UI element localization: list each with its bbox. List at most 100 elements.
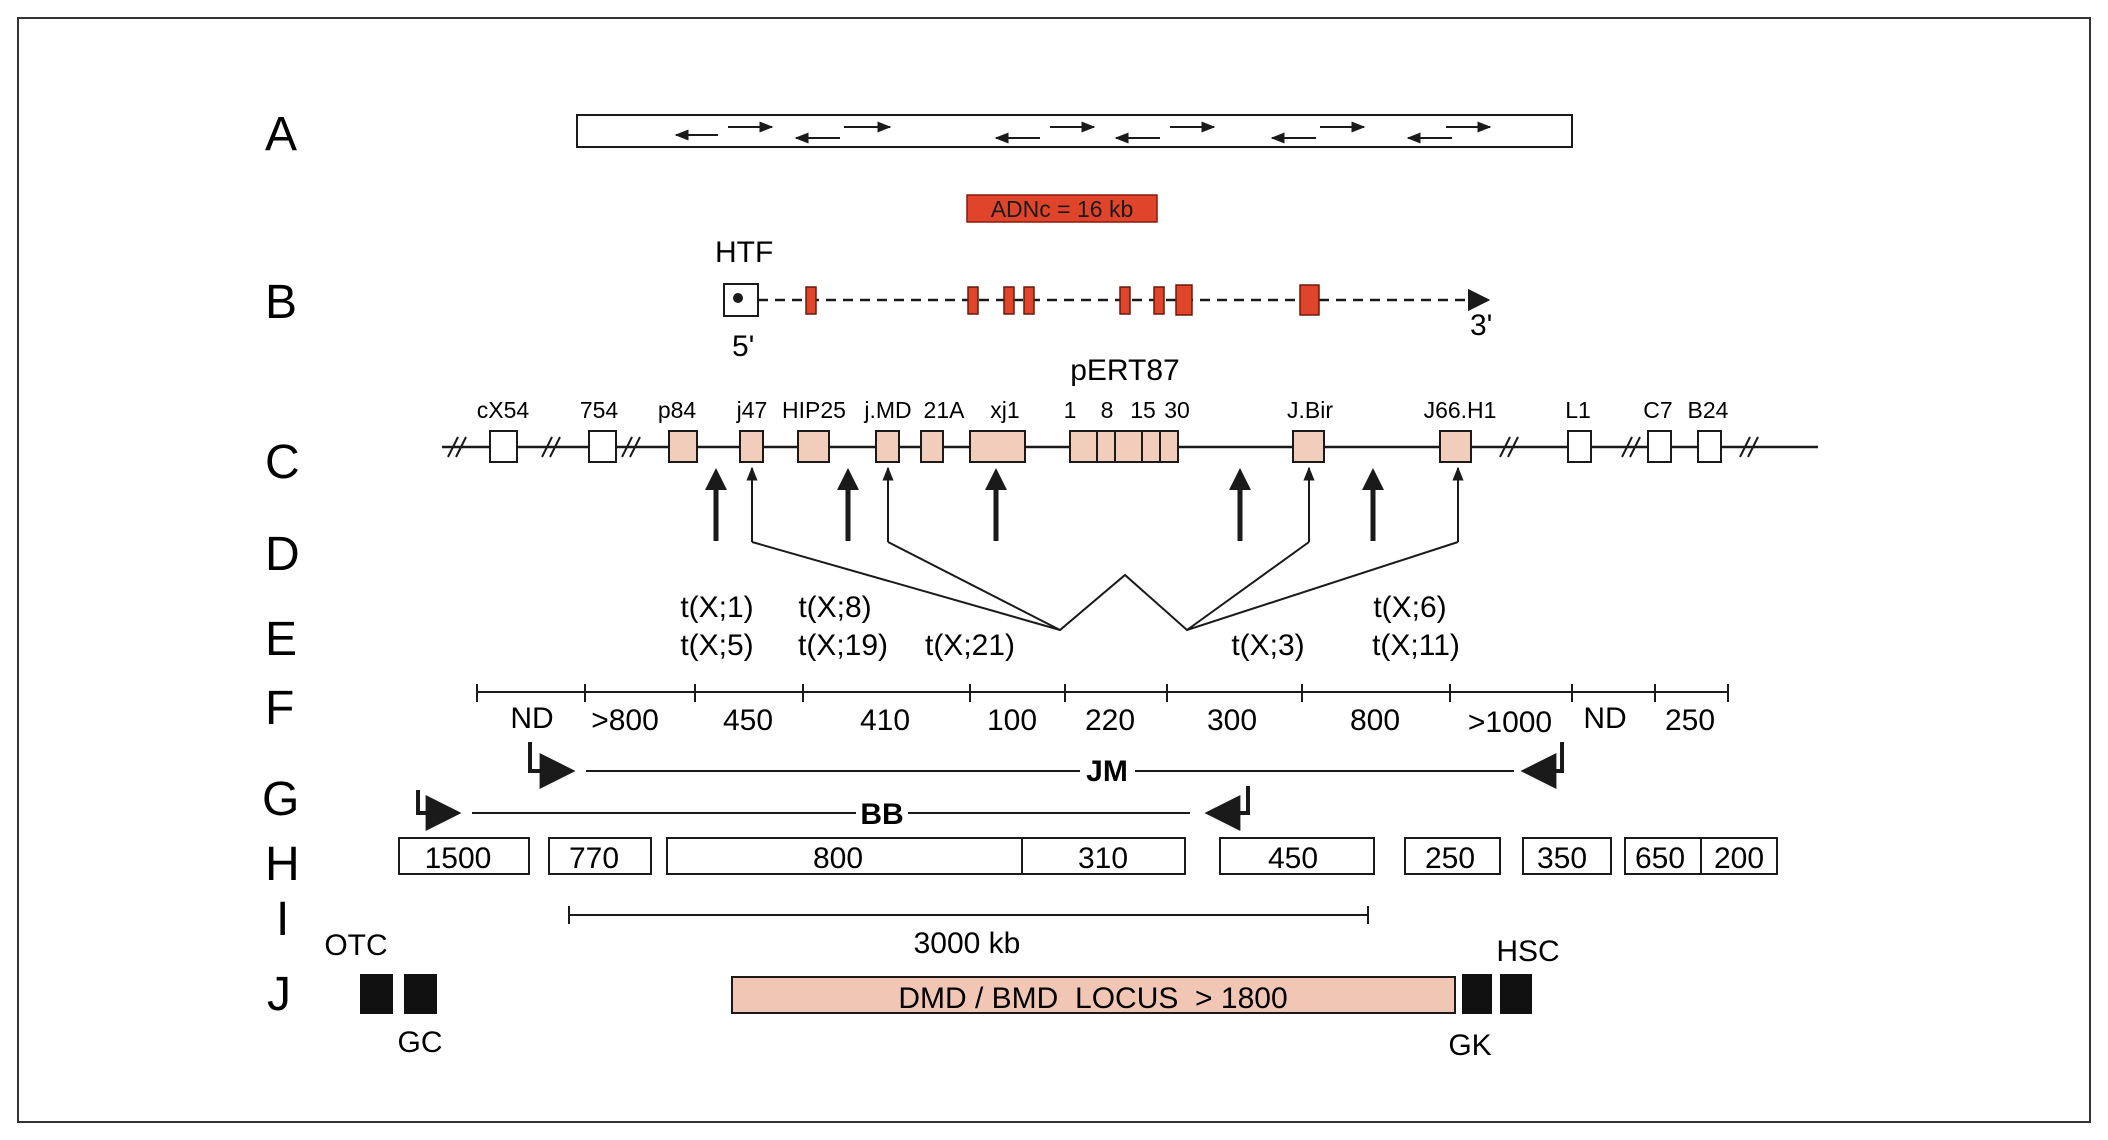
gene-box-gk: [1462, 974, 1492, 1014]
row-j-locus: OTC GC DMD / BMD LOCUS > 1800 HSC GK: [324, 929, 1559, 1062]
three-prime-label: 3': [1470, 309, 1492, 342]
break-mark: [629, 436, 641, 458]
break-mark: [455, 436, 467, 458]
probe-label-jmd: j.MD: [863, 397, 911, 423]
converging-lines-inner: [1186, 541, 1310, 631]
probe-labels: cX54 754 p84 j47 HIP25 j.MD 21A xj1 1 8 …: [477, 397, 1729, 423]
probe-box-jbir: [1292, 430, 1325, 463]
probe-label-p84: p84: [658, 397, 697, 423]
segment-labels: 1500 770 800 310 450 250 350 650 200: [425, 842, 1764, 875]
row-letter-g: G: [262, 773, 299, 826]
probe-label-15: 15: [1130, 397, 1156, 423]
break-marks: [447, 436, 1759, 458]
translocation-label: t(X;5): [680, 629, 753, 662]
probe-box-j47: [739, 430, 764, 463]
bidirectional-arrows: [674, 121, 1492, 144]
probe-label-1: 1: [1064, 397, 1077, 423]
distance-label: 800: [1350, 704, 1400, 737]
row-letter-i: I: [276, 893, 289, 946]
probe-label-j66h1: J66.H1: [1424, 397, 1497, 423]
breakpoint-arrowhead: [705, 468, 727, 490]
distance-label: 300: [1207, 704, 1257, 737]
probe-label-c7: C7: [1643, 397, 1672, 423]
probe-label-cx54: cX54: [477, 397, 530, 423]
row-letter-c: C: [265, 436, 300, 489]
break-mark: [1629, 436, 1641, 458]
row-letter-j: J: [267, 968, 291, 1021]
probe-box-l1: [1567, 430, 1592, 463]
breakpoint-arrowhead: [1229, 468, 1251, 490]
probe-box-pert87: [1069, 430, 1179, 463]
segment-box: [548, 837, 652, 875]
five-prime-label: 5': [732, 330, 754, 363]
probe-label-21a: 21A: [924, 397, 966, 423]
segment-label: 1500: [425, 842, 492, 875]
segment-box: [398, 837, 530, 875]
row-g-brackets: [416, 742, 1564, 831]
distance-label: 410: [860, 704, 910, 737]
thick-up-arrows: [705, 468, 1384, 541]
segment-label: 800: [813, 842, 863, 875]
probe-label-xj1: xj1: [990, 397, 1019, 423]
gene-box-gc: [404, 974, 437, 1014]
htf-dot: [733, 293, 743, 303]
bb-left-bracket: [416, 790, 462, 831]
dmd-bmd-locus-box: [731, 976, 1456, 1014]
probe-box-jmd: [875, 430, 900, 463]
row-letter-h: H: [265, 838, 300, 891]
segment-box: [1404, 837, 1501, 875]
break-mark: [1739, 436, 1751, 458]
dmd-bmd-locus-label: DMD / BMD LOCUS > 1800: [898, 982, 1287, 1015]
jm-right-bracket: [1520, 742, 1564, 789]
row-i-scale-bar: [568, 906, 1369, 924]
segment-label: 200: [1714, 842, 1764, 875]
segment-box: [1021, 837, 1186, 875]
probe-box-cx54: [489, 430, 518, 463]
probe-label-30: 30: [1164, 397, 1190, 423]
translocation-label: t(X;6): [1373, 591, 1446, 624]
converging-lines: [751, 541, 1459, 632]
connector-lines: [746, 466, 1464, 632]
distance-label: 100: [987, 704, 1037, 737]
converging-lines-inner: [887, 541, 1061, 631]
probe-box-754: [588, 430, 617, 463]
segment-label: 310: [1078, 842, 1128, 875]
breakpoint-arrowhead: [837, 468, 859, 490]
probe-label-j47: j47: [736, 397, 768, 423]
probe-box-21a: [920, 430, 944, 463]
row-d-breakpoints: [705, 466, 1464, 632]
dna-bar: [576, 114, 1573, 148]
exon-3: [1003, 286, 1015, 315]
probe-label-jbir: J.Bir: [1287, 397, 1333, 423]
distance-labels: ND >800 450 410 100 220 300 800 >1000 ND…: [510, 702, 1715, 739]
translocation-label: t(X;3): [1231, 629, 1304, 662]
distance-label: 250: [1665, 704, 1715, 737]
segment-label: 250: [1425, 842, 1475, 875]
breakpoint-arrowhead: [985, 468, 1007, 490]
exon-2: [967, 286, 979, 315]
bb-label: BB: [860, 798, 903, 831]
probe-label-l1: L1: [1565, 397, 1591, 423]
jm-left-bracket: [528, 742, 576, 789]
row-letter-e: E: [265, 613, 297, 666]
exon-8: [1299, 284, 1320, 316]
bb-right-bracket: [1204, 786, 1250, 831]
cdna-label: ADNc = 16 kb: [991, 196, 1134, 222]
break-mark: [447, 436, 459, 458]
gene-label-hsc: HSC: [1496, 935, 1559, 968]
gene-box-hsc: [1500, 974, 1532, 1014]
break-mark: [1747, 436, 1759, 458]
htf-label: HTF: [715, 236, 773, 269]
row-letters: A B C D E F G H I J: [262, 108, 300, 1021]
gene-box-otc: [360, 974, 393, 1014]
distance-label: ND: [1583, 702, 1626, 735]
probe-box-xj1: [969, 430, 1026, 463]
jm-label: JM: [1086, 755, 1128, 788]
segment-label: 450: [1268, 842, 1318, 875]
probe-box-b24: [1697, 430, 1722, 463]
segment-label: 770: [569, 842, 619, 875]
translocation-label: t(X;8): [798, 591, 871, 624]
break-mark: [549, 436, 561, 458]
